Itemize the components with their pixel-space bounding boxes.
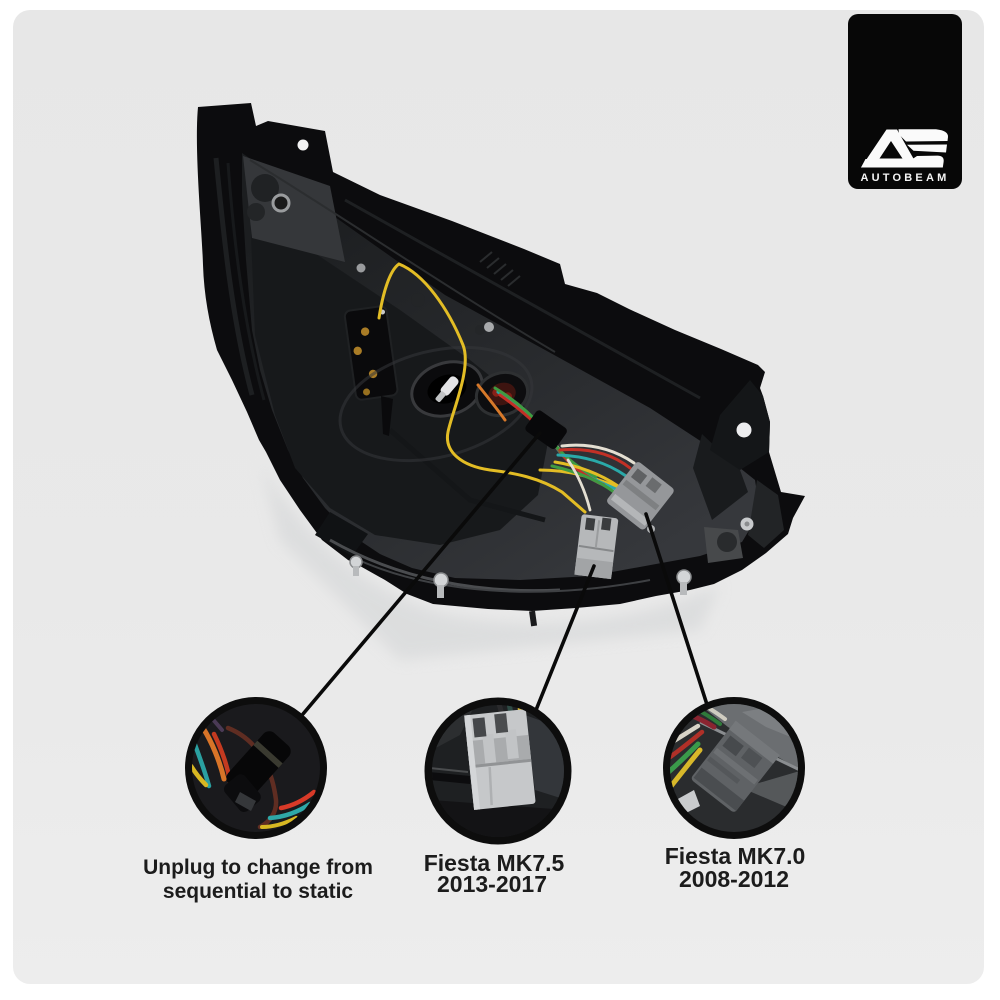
- svg-text:AUTOBEAM: AUTOBEAM: [861, 172, 950, 184]
- svg-text:Unplug to change from: Unplug to change from: [143, 856, 373, 879]
- svg-text:sequential to static: sequential to static: [163, 880, 354, 903]
- svg-text:2013-2017: 2013-2017: [437, 871, 547, 897]
- svg-text:Fiesta MK7.5: Fiesta MK7.5: [424, 850, 565, 876]
- svg-text:2008-2012: 2008-2012: [679, 866, 789, 892]
- svg-text:Fiesta MK7.0: Fiesta MK7.0: [665, 843, 806, 869]
